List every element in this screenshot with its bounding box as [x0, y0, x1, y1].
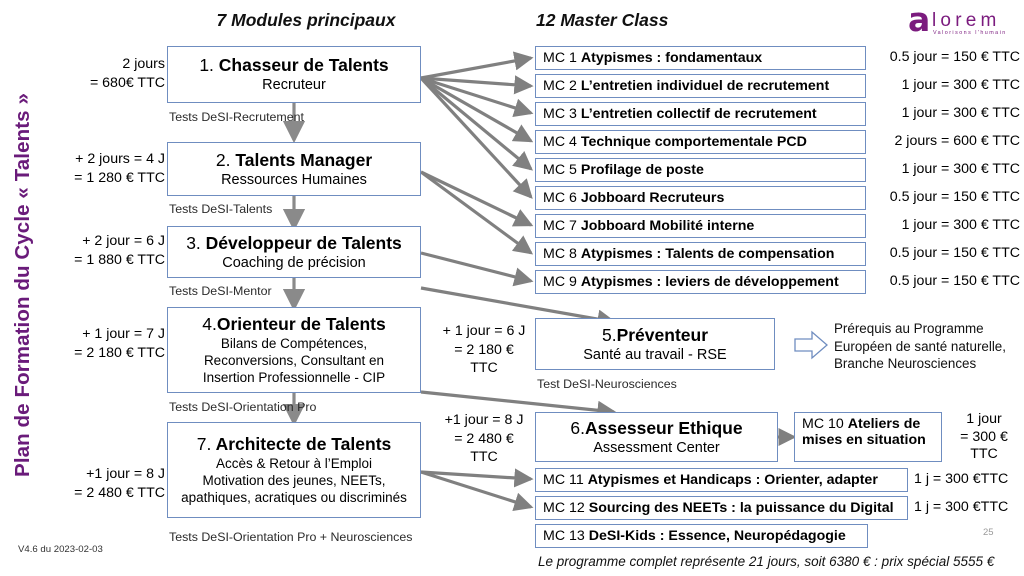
module-3-cost: + 2 jour = 6 J = 1 880 € TTC — [74, 233, 165, 268]
master-class-6-price: 0.5 jour = 150 € TTC — [889, 189, 1020, 205]
module-4-subtitle-2: Reconversions, Consultant en — [203, 353, 385, 368]
master-class-4-price: 2 jours = 600 € TTC — [894, 133, 1020, 149]
module-box-1[interactable]: 1. Chasseur de Talents Recruteur — [167, 46, 421, 103]
logo-wordmark: lorem — [932, 10, 1001, 31]
master-class-8-price: 0.5 jour = 150 € TTC — [889, 245, 1020, 261]
module-3-test-label: Tests DeSI-Mentor — [169, 284, 272, 298]
module-4-subtitle-1: Bilans de Compétences, — [220, 336, 368, 351]
master-class-box-12[interactable]: MC 12 Sourcing des NEETs : la puissance … — [535, 496, 908, 520]
mc10-line-2: mises en situation — [802, 432, 926, 448]
module-2-test-label: Tests DeSI-Talents — [169, 202, 273, 216]
module-box-7[interactable]: 7. Architecte de Talents Accès & Retour … — [167, 422, 421, 518]
module-1-subtitle: Recruteur — [262, 77, 326, 93]
module-4-title: 4.Orienteur de Talents — [202, 314, 386, 334]
block-arrow-prerequisite — [794, 330, 828, 360]
module-7-cost: +1 jour = 8 J = 2 480 € TTC — [74, 466, 165, 501]
prerequisite-note: Prérequis au Programme Européen de santé… — [834, 321, 1006, 371]
module-1-cost: 2 jours = 680€ TTC — [89, 56, 165, 91]
master-class-box-10[interactable]: MC 10 Ateliers de mises en situation — [794, 412, 942, 462]
module-7-subtitle-2: Motivation des jeunes, NEETs, — [202, 473, 386, 488]
master-class-box-1[interactable]: MC 1 Atypismes : fondamentaux — [535, 46, 866, 70]
module-6-title: 6.Assesseur Ethique — [570, 417, 743, 438]
master-class-10-price: 1 jour = 300 € TTC — [960, 411, 1008, 462]
master-class-5-price: 1 jour = 300 € TTC — [901, 161, 1020, 177]
module-7-subtitle-1: Accès & Retour à l’Emploi — [215, 456, 373, 471]
module-5-title: 5.Préventeur — [601, 324, 709, 345]
master-class-2-price: 1 jour = 300 € TTC — [901, 77, 1020, 93]
module-box-4[interactable]: 4.Orienteur de Talents Bilans de Compéte… — [167, 307, 421, 393]
module-3-title: 3. Développeur de Talents — [186, 232, 402, 253]
programme-summary: Le programme complet représente 21 jours… — [538, 554, 995, 569]
heading-modules: 7 Modules principaux — [216, 10, 396, 30]
master-class-1-price: 0.5 jour = 150 € TTC — [889, 49, 1020, 65]
module-4-cost: + 1 jour = 7 J = 2 180 € TTC — [74, 326, 165, 361]
module-7-title: 7. Architecte de Talents — [196, 434, 392, 454]
master-class-9-price: 0.5 jour = 150 € TTC — [889, 273, 1020, 289]
module-2-subtitle: Ressources Humaines — [221, 171, 367, 188]
module-box-5[interactable]: 5.Préventeur Santé au travail - RSE — [535, 318, 775, 370]
page-number: 25 — [983, 527, 994, 538]
master-class-box-4[interactable]: MC 4 Technique comportementale PCD — [535, 130, 866, 154]
module-box-6[interactable]: 6.Assesseur Ethique Assessment Center — [535, 412, 778, 462]
module-5-subtitle: Santé au travail - RSE — [583, 346, 727, 363]
master-class-7-price: 1 jour = 300 € TTC — [901, 217, 1020, 233]
module-box-3[interactable]: 3. Développeur de Talents Coaching de pr… — [167, 226, 421, 278]
module-6-subtitle: Assessment Center — [593, 439, 720, 456]
alorem-logo: a lorem Valorisons l'humain — [908, 0, 1020, 41]
master-class-box-8[interactable]: MC 8 Atypismes : Talents de compensation — [535, 242, 866, 266]
master-class-box-5[interactable]: MC 5 Profilage de poste — [535, 158, 866, 182]
master-class-box-9[interactable]: MC 9 Atypismes : leviers de développemen… — [535, 270, 866, 294]
master-class-box-6[interactable]: MC 6 Jobboard Recruteurs — [535, 186, 866, 210]
master-class-box-2[interactable]: MC 2 L’entretien individuel de recruteme… — [535, 74, 866, 98]
module-4-subtitle-3: Insertion Professionnelle - CIP — [202, 370, 386, 385]
logo-mark-a: a — [908, 0, 931, 39]
module-7-subtitle-3: apathiques, acratiques ou discriminés — [181, 490, 407, 505]
version-label: V4.6 du 2023-02-03 — [18, 544, 103, 555]
module-3-subtitle: Coaching de précision — [222, 254, 366, 271]
module-4-test-label: Tests DeSI-Orientation Pro — [169, 400, 317, 414]
master-class-3-price: 1 jour = 300 € TTC — [901, 105, 1020, 121]
page-title: Plan de Formation du Cycle « Talents » — [11, 93, 34, 477]
module-box-2[interactable]: 2. Talents Manager Ressources Humaines — [167, 142, 421, 196]
master-class-box-7[interactable]: MC 7 Jobboard Mobilité interne — [535, 214, 866, 238]
heading-master-class: 12 Master Class — [536, 10, 669, 30]
master-class-box-13[interactable]: MC 13 DeSI-Kids : Essence, Neuropédagogi… — [535, 524, 868, 548]
master-class-box-11[interactable]: MC 11 Atypismes et Handicaps : Orienter,… — [535, 468, 908, 492]
module-1-test-label: Tests DeSI-Recrutement — [169, 110, 304, 124]
master-class-12-price: 1 j = 300 €TTC — [914, 499, 1009, 515]
module-1-title: 1. Chasseur de Talents — [199, 55, 389, 75]
master-class-box-3[interactable]: MC 3 L’entretien collectif de recrutemen… — [535, 102, 866, 126]
logo-tagline: Valorisons l'humain — [933, 30, 1007, 36]
module-2-cost: + 2 jours = 4 J = 1 280 € TTC — [74, 151, 165, 186]
module-2-title: 2. Talents Manager — [215, 149, 373, 170]
module-5-cost: + 1 jour = 6 J = 2 180 € TTC — [442, 323, 526, 376]
module-5-test-label: Test DeSI-Neurosciences — [537, 377, 677, 391]
master-class-11-price: 1 j = 300 €TTC — [914, 471, 1009, 487]
module-7-test-label: Tests DeSI-Orientation Pro + Neuroscienc… — [169, 530, 413, 544]
mc10-line-1: MC 10 Ateliers de — [802, 416, 921, 432]
module-6-cost: +1 jour = 8 J = 2 480 € TTC — [444, 412, 524, 465]
